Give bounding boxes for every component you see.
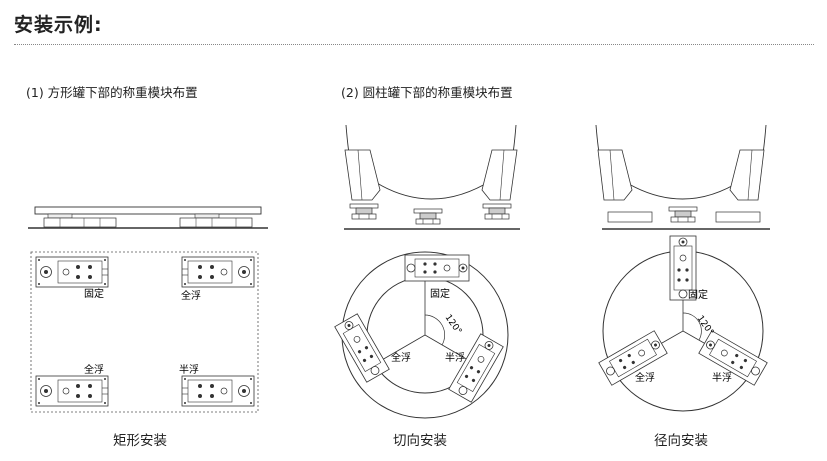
label-half-float-rect: 半浮 [179, 363, 199, 376]
section2-label: (2) 圆柱罐下部的称重模块布置 [341, 85, 513, 100]
label-full-float-rect-top: 全浮 [181, 289, 201, 302]
cyl-tank-side-view-radial [595, 124, 770, 230]
tangential-module-half-float [448, 333, 504, 403]
page-title: 安装示例: [14, 14, 103, 36]
label-fixed-tangential: 固定 [430, 287, 450, 300]
radial-module-full-float [598, 330, 668, 386]
caption-radial: 径向安装 [654, 433, 708, 449]
label-fixed-radial: 固定 [688, 288, 708, 301]
caption-tangential: 切向安装 [393, 433, 447, 449]
caption-rectangular: 矩形安装 [113, 433, 167, 449]
rect-layout-top-view [30, 251, 259, 413]
weigh-module-fixed [35, 256, 109, 288]
tangential-layout-top-view [334, 251, 509, 419]
weigh-module-full-float-top [181, 256, 255, 288]
radial-module-half-float [698, 330, 768, 386]
title-divider [14, 44, 814, 45]
cyl-tank-side-view-tangential [344, 124, 520, 230]
section1-label: (1) 方形罐下部的称重模块布置 [26, 85, 198, 100]
label-full-float-tangential: 全浮 [391, 351, 411, 364]
label-full-float-radial: 全浮 [635, 371, 655, 384]
weigh-module-half-float [181, 375, 255, 407]
weigh-module-full-float-bottom [35, 375, 109, 407]
label-half-float-radial: 半浮 [712, 371, 732, 384]
tangential-module-fixed [404, 254, 470, 282]
label-fixed-rect: 固定 [84, 287, 104, 300]
label-half-float-tangential: 半浮 [445, 351, 465, 364]
label-full-float-rect-bottom: 全浮 [84, 363, 104, 376]
radial-layout-top-view [598, 235, 768, 412]
rect-tank-side-view [28, 206, 268, 229]
label-angle-tangential: 120° [443, 313, 464, 337]
